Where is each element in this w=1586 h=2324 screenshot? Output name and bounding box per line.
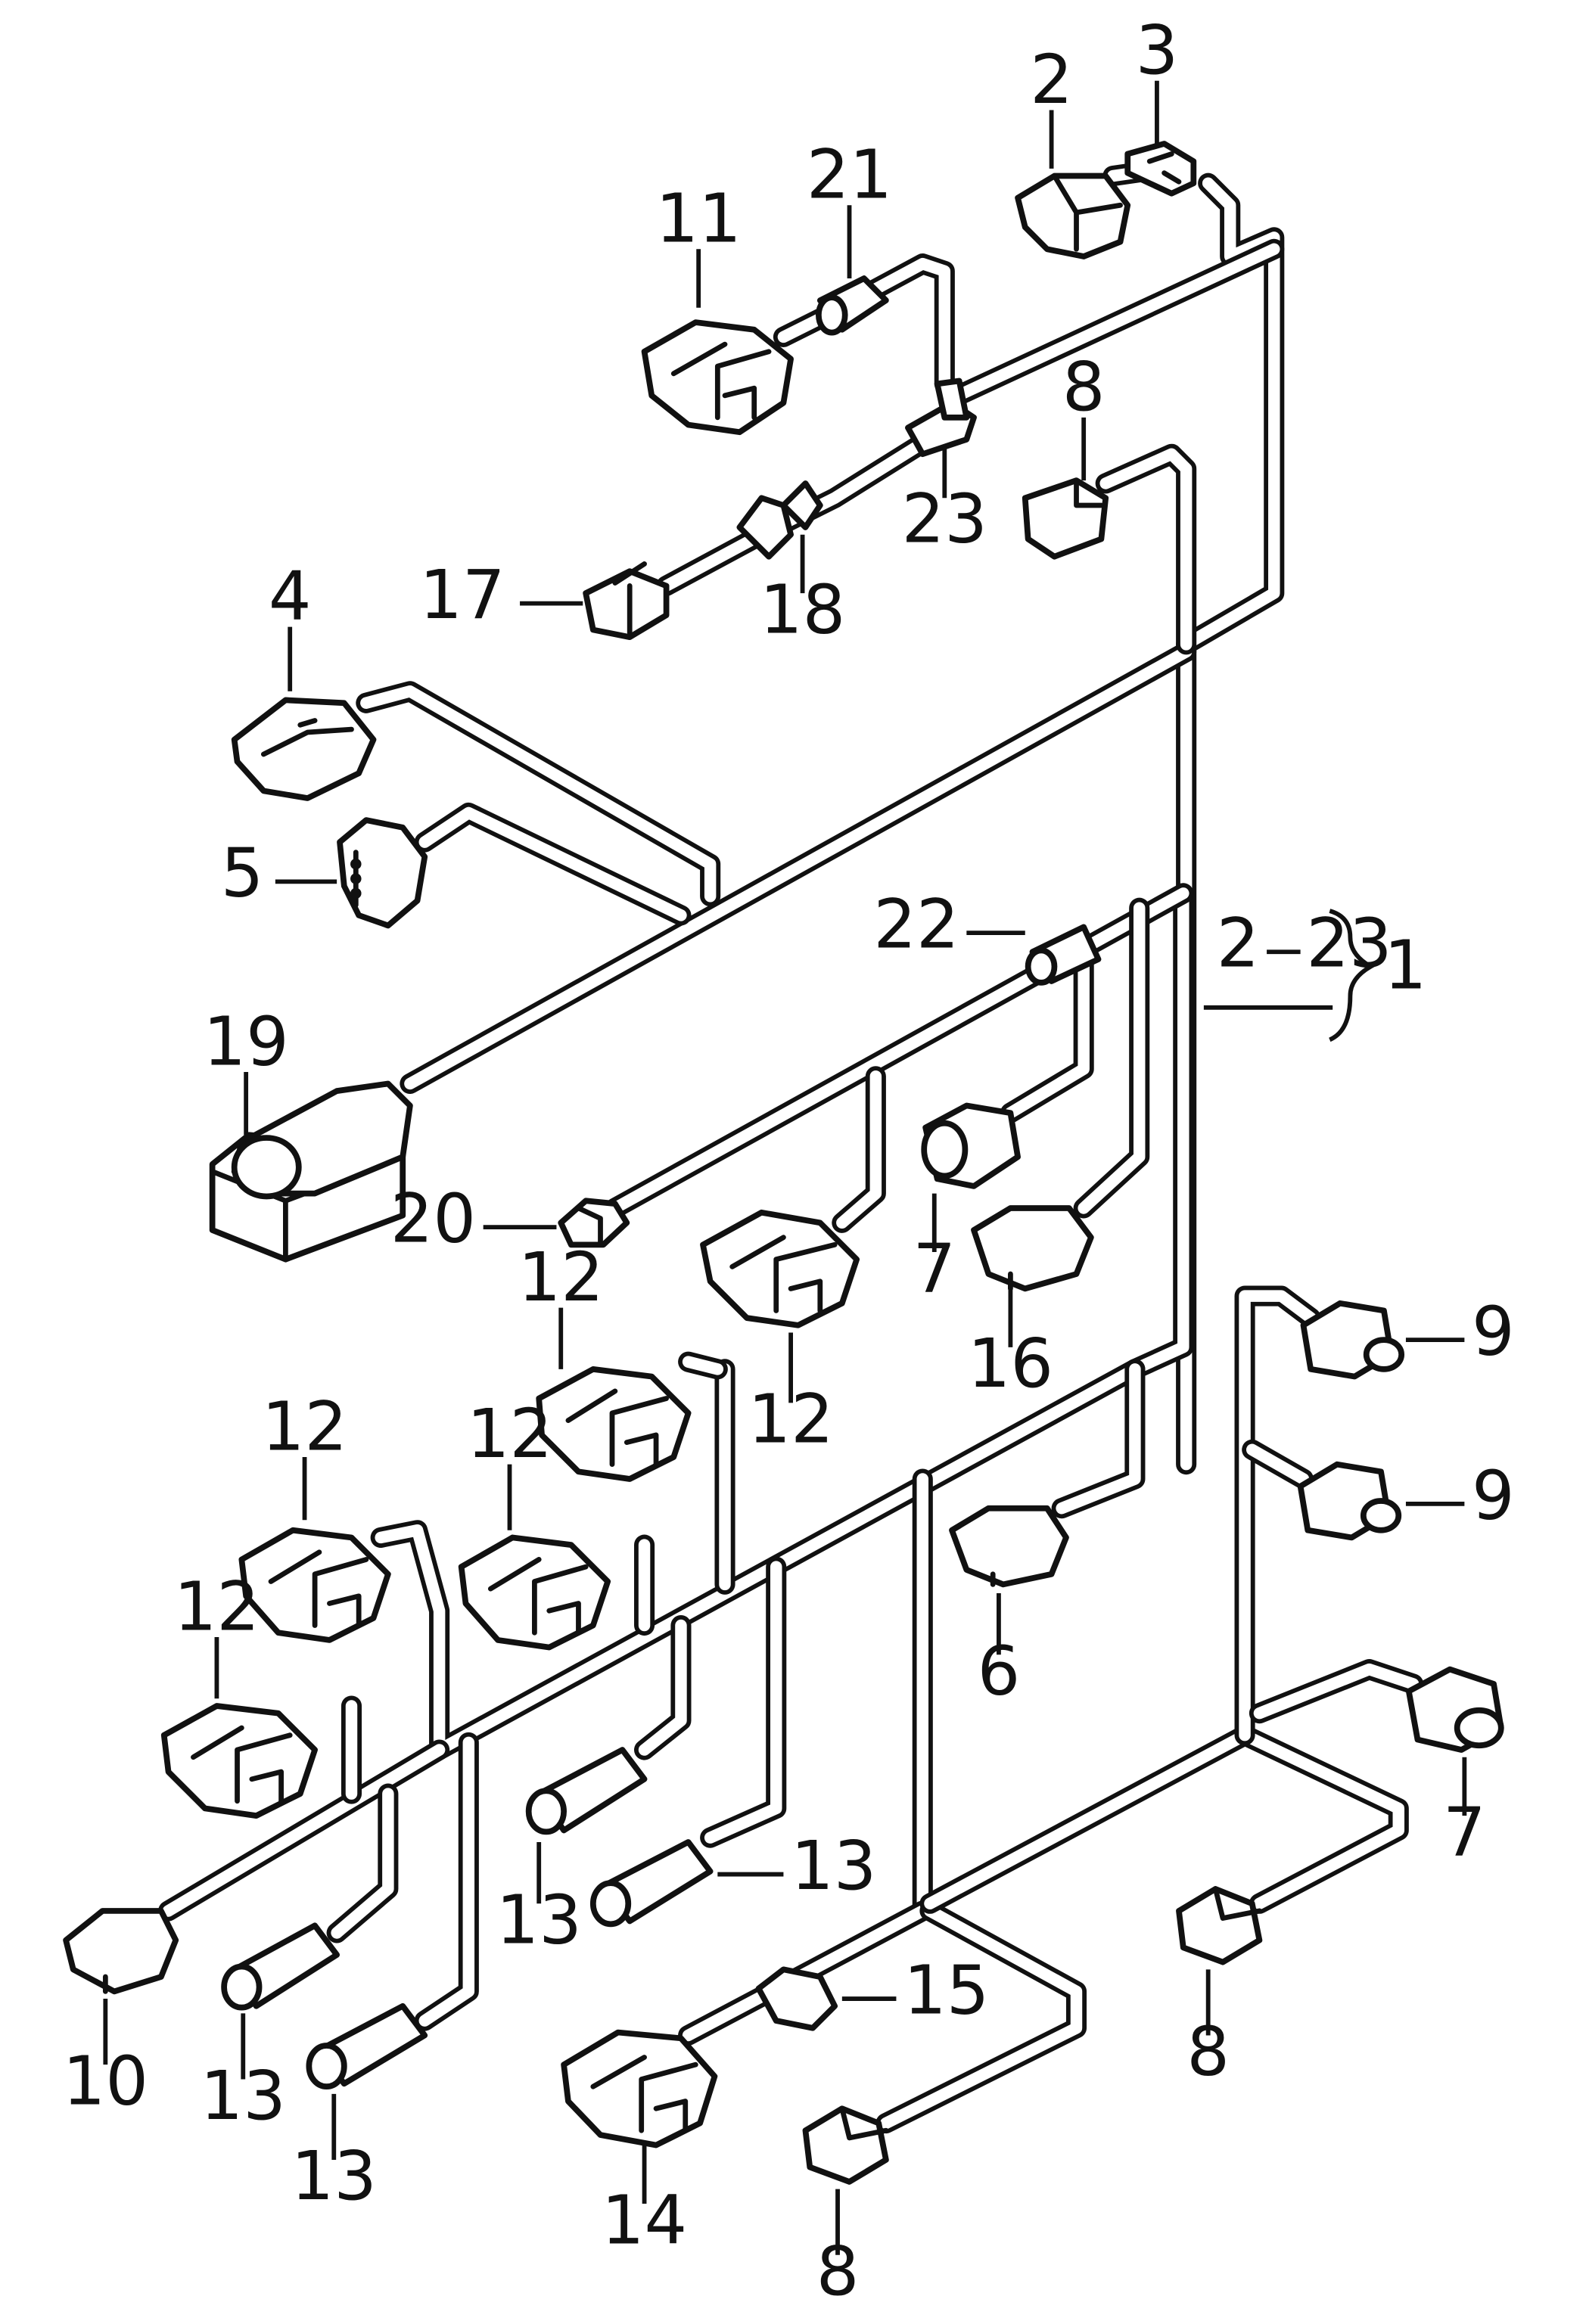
callout-19: 19 — [204, 1002, 289, 1080]
callout-22: 22 — [873, 884, 959, 963]
callout-12-middle: 12 — [748, 1380, 833, 1459]
connector-12-d — [160, 1703, 318, 1819]
connector-2 — [1015, 172, 1131, 259]
connector-7-upper — [921, 1102, 1021, 1189]
sleeve-22 — [1025, 924, 1102, 986]
connector-7-lower — [1405, 1666, 1504, 1753]
callout-12-a: 12 — [518, 1238, 604, 1316]
sensor-13-b — [306, 2002, 428, 2090]
connector-4 — [231, 697, 377, 801]
connector-9-lower — [1297, 1461, 1402, 1541]
callout-5: 5 — [221, 834, 264, 912]
callout-12-b: 12 — [467, 1394, 552, 1473]
callout-23: 23 — [902, 479, 987, 558]
connector-12-c — [238, 1527, 391, 1643]
connector-9-upper — [1300, 1300, 1405, 1380]
callout-13-b: 13 — [291, 2136, 377, 2215]
junction-23 — [905, 377, 977, 458]
callout-13-d: 13 — [791, 1826, 876, 1905]
connector-17 — [583, 561, 670, 641]
callout-14: 14 — [602, 2180, 687, 2259]
callout-16: 16 — [968, 1324, 1053, 1403]
callout-7-lower: 7 — [1443, 1792, 1486, 1871]
callout-6: 6 — [978, 1632, 1021, 1710]
grommet-15 — [755, 1966, 838, 2031]
connector-12-a — [536, 1366, 692, 1482]
callout-12-c: 12 — [262, 1387, 347, 1465]
callout-21: 21 — [807, 135, 892, 214]
callout-8-right: 8 — [1186, 2012, 1230, 2091]
connector-6 — [949, 1505, 1069, 1588]
connector-11 — [641, 319, 794, 436]
callout-9-upper: 9 — [1472, 1292, 1515, 1371]
callout-18: 18 — [760, 570, 845, 648]
callout-10: 10 — [63, 2041, 148, 2120]
callout-8-top: 8 — [1062, 347, 1106, 426]
connector-14 — [561, 2029, 718, 2148]
range-from-label: 2 — [1217, 904, 1260, 983]
callout-8-bottom: 8 — [816, 2232, 860, 2310]
connector-3 — [1124, 141, 1197, 197]
sensor-13-c — [525, 1747, 648, 1835]
connector-8-right — [1176, 1886, 1263, 1965]
callout-17: 17 — [419, 555, 505, 634]
callout-labels: 2 3 21 11 8 23 17 18 4 5 22 19 20 7 16 1… — [63, 11, 1515, 2310]
harness-cables — [158, 158, 1424, 2134]
callout-15: 15 — [903, 1950, 989, 2029]
connector-8-bottom — [802, 2105, 889, 2185]
range-to-label: 23 — [1306, 904, 1392, 983]
callout-13-a: 13 — [201, 2056, 286, 2135]
callout-2: 2 — [1030, 40, 1073, 119]
connector-16 — [971, 1205, 1094, 1292]
assembly-label: 1 — [1384, 926, 1427, 1005]
component-19 — [209, 1080, 413, 1263]
clip-18 — [736, 480, 823, 560]
connector-5 — [337, 817, 428, 929]
callout-11: 11 — [656, 179, 742, 258]
callout-4: 4 — [269, 557, 312, 635]
connector-20 — [558, 1198, 630, 1248]
callout-20: 20 — [390, 1179, 476, 1257]
sleeve-21 — [815, 275, 889, 336]
connector-12-middle — [700, 1209, 860, 1328]
callout-12-d: 12 — [174, 1567, 260, 1645]
callout-7-upper: 7 — [913, 1229, 956, 1307]
callout-9-lower: 9 — [1472, 1456, 1515, 1534]
connector-8-top — [1022, 477, 1109, 560]
connector-10 — [63, 1908, 179, 1995]
callout-13-c: 13 — [496, 1881, 582, 1959]
leader-lines — [103, 80, 1467, 2255]
callout-3: 3 — [1136, 11, 1179, 89]
sensor-13-a — [221, 1922, 341, 2011]
connector-12-b — [458, 1534, 611, 1651]
sensor-13-d — [589, 1839, 714, 1928]
